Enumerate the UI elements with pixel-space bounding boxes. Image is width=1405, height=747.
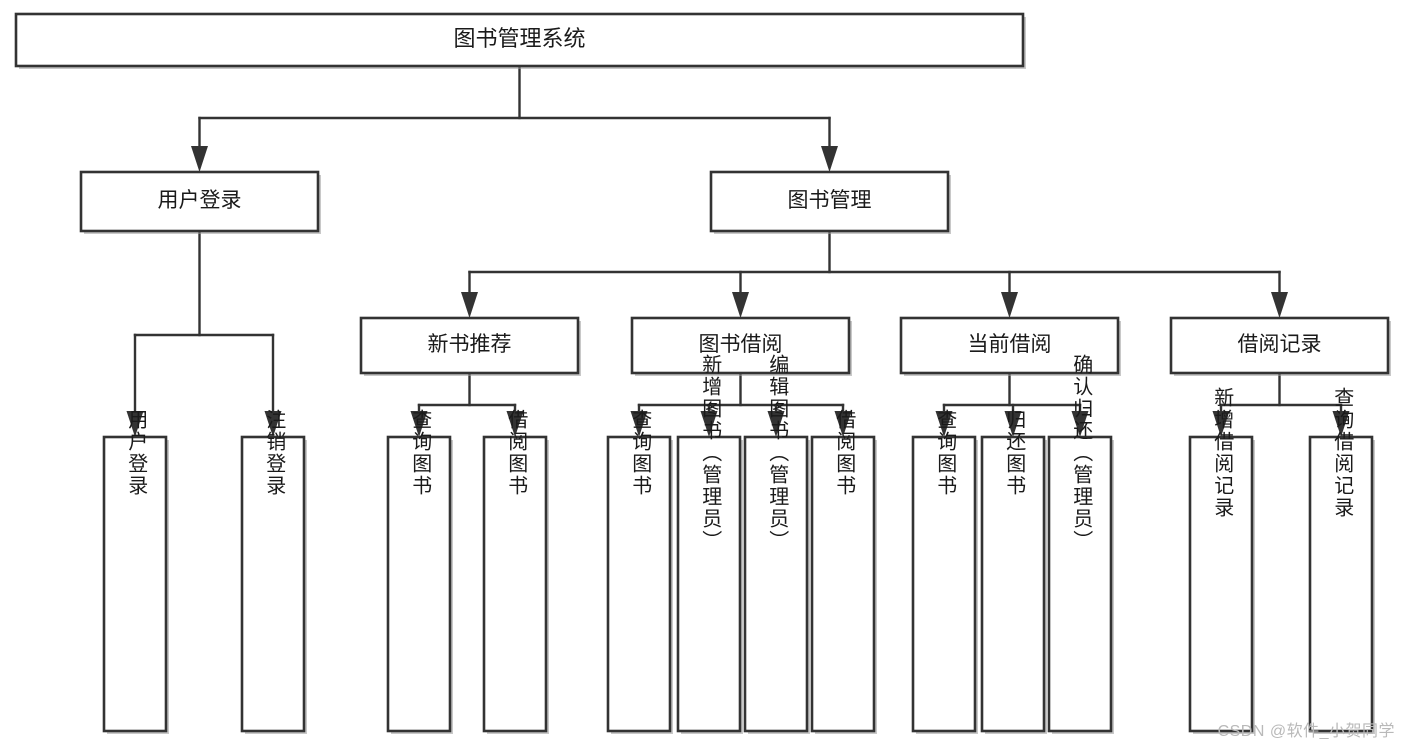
node-leaf_9[interactable]: 归还图书 xyxy=(980,409,1047,734)
node-rect[interactable] xyxy=(911,435,977,733)
node-label: 图书借阅 xyxy=(699,333,783,356)
node-rect[interactable] xyxy=(709,170,950,233)
arrow-head-icon xyxy=(1001,292,1018,318)
arrow-head-icon xyxy=(630,411,648,437)
node-label: 归还图书 xyxy=(1003,409,1026,497)
node-leaf_5[interactable]: 新增图书（管理员） xyxy=(676,354,743,734)
connector-group xyxy=(410,371,524,437)
arrow-head-icon xyxy=(821,146,838,172)
connector-group xyxy=(461,229,1288,318)
node-rect[interactable] xyxy=(79,170,320,233)
node-rect[interactable] xyxy=(630,316,851,375)
node-rect[interactable] xyxy=(1188,435,1254,733)
node-rect[interactable] xyxy=(899,316,1120,375)
node-leaf_10[interactable]: 确认归还（管理员） xyxy=(1047,354,1114,734)
node-leaf_4[interactable]: 查询图书 xyxy=(606,409,673,734)
node-rect[interactable] xyxy=(1169,316,1390,375)
node-rect[interactable] xyxy=(980,435,1046,733)
node-label: 新增借阅记录 xyxy=(1211,387,1234,519)
arrow-head-icon xyxy=(700,411,718,437)
node-label: 借阅记录 xyxy=(1238,333,1322,356)
node-label: 编辑图书（管理员） xyxy=(766,354,789,552)
node-boxes: 图书管理系统用户登录图书管理新书推荐图书借阅当前借阅借阅记录用户登录注销登录查询… xyxy=(14,12,1391,734)
node-label: 图书管理 xyxy=(788,189,872,212)
node-label: 当前借阅 xyxy=(968,333,1052,356)
node-label: 查询图书 xyxy=(409,409,432,497)
arrow-head-icon xyxy=(935,411,953,437)
node-leaf_3[interactable]: 借阅图书 xyxy=(482,409,549,734)
arrow-head-icon xyxy=(1004,411,1022,437)
node-label: 借阅图书 xyxy=(833,409,856,497)
node-leaf_6[interactable]: 编辑图书（管理员） xyxy=(743,354,810,734)
arrow-head-icon xyxy=(410,411,428,437)
arrow-head-icon xyxy=(1212,411,1230,437)
csdn-watermark: CSDN @软件_小贺同学 xyxy=(1217,723,1395,740)
arrow-head-icon xyxy=(767,411,785,437)
arrow-head-icon xyxy=(1332,411,1350,437)
node-rect[interactable] xyxy=(1047,435,1113,733)
connector-group xyxy=(1212,371,1350,437)
arrow-head-icon xyxy=(1271,292,1288,318)
node-leaf_8[interactable]: 查询图书 xyxy=(911,409,978,734)
node-label: 用户登录 xyxy=(125,409,148,497)
connector-group xyxy=(126,229,282,437)
connector-edges xyxy=(126,64,1350,437)
node-label: 用户登录 xyxy=(158,189,242,212)
node-rect[interactable] xyxy=(606,435,672,733)
arrow-head-icon xyxy=(732,292,749,318)
node-leaf_12[interactable]: 查询借阅记录 xyxy=(1308,387,1375,734)
node-label: 图书管理系统 xyxy=(453,26,585,51)
arrow-head-icon xyxy=(834,411,852,437)
node-leaf_1[interactable]: 注销登录 xyxy=(240,409,307,734)
connector-group xyxy=(630,371,852,437)
node-rect[interactable] xyxy=(810,435,876,733)
node-l2_1[interactable]: 图书借阅 xyxy=(630,316,852,376)
node-leaf_0[interactable]: 用户登录 xyxy=(102,409,169,734)
node-label: 确认归还（管理员） xyxy=(1070,354,1093,552)
node-rect[interactable] xyxy=(240,435,306,733)
node-leaf_11[interactable]: 新增借阅记录 xyxy=(1188,387,1255,734)
node-leaf_7[interactable]: 借阅图书 xyxy=(810,409,877,734)
arrow-head-icon xyxy=(506,411,524,437)
connector-group xyxy=(191,64,838,172)
connector-group xyxy=(935,371,1089,437)
node-label: 查询图书 xyxy=(629,409,652,497)
node-l2_2[interactable]: 当前借阅 xyxy=(899,316,1121,376)
node-label: 查询借阅记录 xyxy=(1331,387,1354,519)
node-rect[interactable] xyxy=(676,435,742,733)
node-rect[interactable] xyxy=(102,435,168,733)
node-rect[interactable] xyxy=(1308,435,1374,733)
arrow-head-icon xyxy=(191,146,208,172)
node-rect[interactable] xyxy=(386,435,452,733)
node-label: 查询图书 xyxy=(934,409,957,497)
node-label: 新增图书（管理员） xyxy=(699,354,722,552)
node-leaf_2[interactable]: 查询图书 xyxy=(386,409,453,734)
node-rect[interactable] xyxy=(482,435,548,733)
arrow-head-icon xyxy=(461,292,478,318)
node-l2_3[interactable]: 借阅记录 xyxy=(1169,316,1391,376)
node-rect[interactable] xyxy=(359,316,580,375)
node-l1_0[interactable]: 用户登录 xyxy=(79,170,321,234)
node-l2_0[interactable]: 新书推荐 xyxy=(359,316,581,376)
node-label: 注销登录 xyxy=(263,409,286,497)
node-rect[interactable] xyxy=(743,435,809,733)
node-root[interactable]: 图书管理系统 xyxy=(14,12,1026,69)
node-rect[interactable] xyxy=(14,12,1025,68)
node-label: 新书推荐 xyxy=(428,333,512,356)
arrow-head-icon xyxy=(126,411,144,437)
node-l1_1[interactable]: 图书管理 xyxy=(709,170,951,234)
arrow-head-icon xyxy=(264,411,282,437)
node-label: 借阅图书 xyxy=(505,409,528,497)
arrow-head-icon xyxy=(1071,411,1089,437)
